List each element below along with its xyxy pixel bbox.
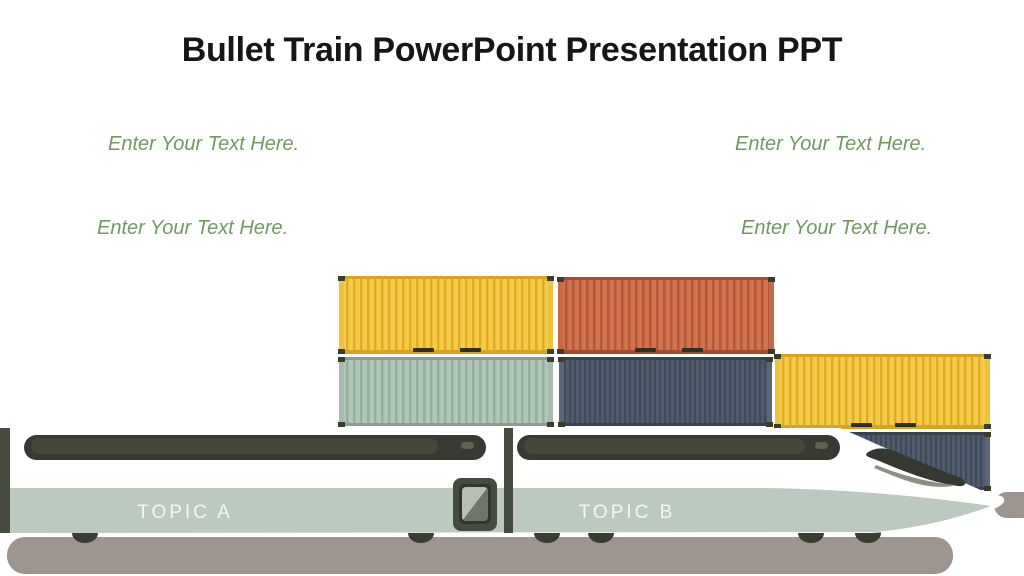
container-corner-post	[766, 357, 773, 427]
cargo-container-yellow-right	[774, 354, 991, 429]
container-fork-pocket	[682, 348, 703, 352]
container-corner-post	[338, 357, 345, 427]
train-shadow	[7, 537, 953, 574]
container-fork-pocket	[635, 348, 656, 352]
container-corner-post	[984, 354, 991, 429]
container-corner-post	[768, 277, 775, 354]
container-corner-post	[547, 357, 554, 427]
container-fork-pocket	[895, 423, 916, 427]
window-strip-car-a	[24, 435, 486, 460]
cargo-container-orange-top	[557, 277, 775, 354]
container-corner-post	[557, 277, 564, 354]
slide-title[interactable]: Bullet Train PowerPoint Presentation PPT	[181, 30, 843, 69]
text-placeholder-top-left[interactable]: Enter Your Text Here.	[108, 133, 300, 155]
window-strip-car-b	[517, 435, 840, 460]
train-lower-band	[10, 488, 991, 533]
cargo-container-sage-bottom	[338, 357, 554, 427]
container-corner-post	[774, 354, 781, 429]
container-corner-post	[547, 276, 554, 354]
train-door	[453, 478, 497, 531]
topic-b-label[interactable]: TOPIC B	[578, 502, 676, 523]
intercar-gap	[504, 428, 513, 533]
train-left-post	[0, 428, 10, 533]
container-fork-pocket	[851, 423, 872, 427]
cargo-container-slate-bottom	[558, 357, 773, 427]
text-placeholder-bottom-right[interactable]: Enter Your Text Here.	[741, 217, 933, 239]
container-corner-post	[558, 357, 565, 427]
topic-a-label[interactable]: TOPIC A	[137, 502, 233, 523]
container-corner-post	[984, 432, 991, 491]
text-placeholder-top-right[interactable]: Enter Your Text Here.	[735, 133, 927, 155]
text-placeholder-bottom-left[interactable]: Enter Your Text Here.	[97, 217, 289, 239]
container-fork-pocket	[413, 348, 434, 352]
container-corner-post	[338, 276, 345, 354]
cargo-container-yellow-top	[338, 276, 554, 354]
container-fork-pocket	[460, 348, 481, 352]
nose-windshield	[866, 448, 966, 487]
